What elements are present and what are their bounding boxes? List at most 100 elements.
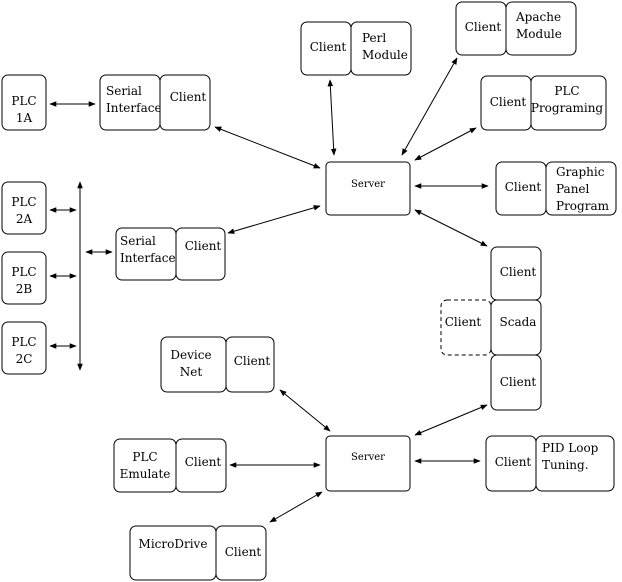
connector-arrow — [279, 389, 331, 432]
node-box — [325, 435, 411, 492]
node-client-graphic: Client — [495, 161, 547, 216]
node-client-serial-1: Client — [159, 74, 211, 131]
node-box — [505, 1, 577, 56]
node-label-line: Serial — [120, 234, 156, 248]
connector-arrow — [414, 404, 488, 436]
connector-arrow — [214, 126, 321, 169]
node-box — [113, 438, 177, 493]
node-label-line: Client — [445, 315, 482, 329]
node-label-line: Client — [170, 90, 207, 104]
node-label-line: Scada — [500, 315, 537, 329]
node-box — [175, 438, 227, 493]
node-box — [535, 435, 615, 492]
node-label-line: 2B — [16, 282, 33, 296]
node-plc-emulate: PLC Emulate — [113, 438, 177, 493]
node-box — [159, 74, 211, 131]
node-plc-programing: PLC Programing — [530, 75, 607, 131]
node-box — [1, 74, 47, 131]
node-label-line: PID Loop — [542, 441, 599, 455]
node-box — [129, 525, 217, 581]
node-label-line: PLC — [554, 84, 579, 98]
node-box — [1, 181, 47, 235]
node-client-plc-prog: Client — [480, 75, 532, 131]
node-box — [215, 525, 267, 581]
connector-arrow — [401, 57, 458, 156]
node-client-apache: Client — [455, 1, 507, 56]
node-label-line: Client — [500, 265, 537, 279]
node-label-line: Client — [495, 455, 532, 469]
node-label-line: Client — [490, 95, 527, 109]
node-box — [545, 161, 617, 216]
node-scada-client-left: Client — [440, 299, 492, 356]
node-box — [1, 321, 47, 375]
node-label-line: Interface — [120, 251, 176, 265]
node-client-emulate: Client — [175, 438, 227, 493]
node-label-line: Perl — [362, 31, 386, 45]
node-label-line: 2C — [16, 352, 33, 366]
node-scada: Scada — [490, 299, 542, 356]
node-label-line: Client — [310, 40, 347, 54]
node-box — [350, 21, 412, 76]
node-server-bottom: Server — [325, 435, 411, 492]
connector-arrow — [414, 127, 477, 161]
node-box — [325, 161, 411, 216]
node-scada-client-top: Client — [490, 246, 542, 301]
node-label-line: Client — [505, 180, 542, 194]
node-label-line: Client — [234, 354, 271, 368]
node-label-line: Apache — [515, 10, 561, 24]
node-label-line: Client — [500, 375, 537, 389]
connector-arrow — [327, 79, 337, 156]
node-label-line: PLC — [132, 450, 157, 464]
node-label-line: Interface — [106, 101, 162, 115]
node-box — [1, 251, 47, 305]
node-label-line: Panel — [556, 182, 590, 196]
node-label-line: Tuning. — [542, 458, 589, 472]
node-scada-client-bottom: Client — [490, 354, 542, 411]
node-label-line: Net — [180, 365, 203, 379]
connector-arrow — [414, 209, 488, 247]
node-label-line: 1A — [16, 111, 33, 125]
node-server-top: Server — [325, 161, 411, 216]
node-box — [530, 75, 607, 131]
node-box — [175, 227, 226, 281]
node-plc-2b: PLC 2B — [1, 251, 47, 305]
node-box — [440, 299, 492, 356]
node-microdrive: MicroDrive — [129, 525, 217, 581]
connectors — [49, 57, 489, 523]
node-label-line: Client — [465, 20, 502, 34]
node-label-line: PLC — [11, 195, 36, 209]
node-label-line: Program — [556, 199, 610, 213]
node-label-line: Client — [185, 455, 222, 469]
node-label-line: Client — [185, 239, 222, 253]
node-label-line: Device — [170, 348, 211, 362]
node-label-line: Programing — [531, 101, 604, 115]
node-label-line: Module — [362, 48, 408, 62]
node-label-line: Emulate — [120, 467, 171, 481]
node-label-line: PLC — [11, 265, 36, 279]
node-box — [225, 336, 275, 393]
node-client-perl: Client — [300, 21, 352, 76]
node-label-line: Module — [516, 27, 562, 41]
node-client-pid: Client — [485, 435, 537, 492]
node-client-serial-2: Client — [175, 227, 226, 281]
node-label-line: Serial — [106, 84, 142, 98]
connector-arrow — [227, 205, 321, 234]
node-label-line: Server — [351, 452, 385, 463]
node-label-line: Client — [225, 545, 262, 559]
node-box — [490, 354, 542, 411]
node-label-line: MicroDrive — [139, 537, 208, 551]
connector-arrow — [269, 491, 323, 523]
node-client-microdrive: Client — [215, 525, 267, 581]
